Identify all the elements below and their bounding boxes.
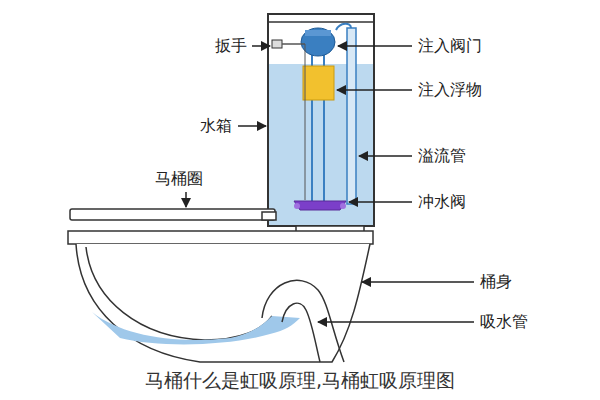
part-label: 注入阀门 [418,36,482,56]
flush-valve-pin [294,203,300,209]
overflow-tube [347,28,356,204]
seat-hinge [262,212,276,220]
tank-water [269,64,373,225]
trapway [282,303,320,362]
handle [272,40,282,48]
flush-valve-pin [340,203,346,209]
leader-line [337,89,412,91]
bowl-water [92,312,300,344]
handle-arm [282,43,305,45]
flush-valve [294,201,346,210]
seat [70,209,275,220]
part-label: 吸水管 [480,312,528,332]
caption: 马桶什么是虹吸原理,马桶虹吸原理图 [0,368,600,392]
part-label: 扳手 [215,36,247,56]
fill-valve-cap [305,30,331,36]
leader-line [359,155,412,157]
part-label: 溢流管 [418,146,466,166]
fill-valve [301,28,335,56]
float [303,66,334,100]
leader-line [252,45,270,47]
leader-line [238,125,266,127]
leader-line [338,45,412,47]
part-label: 桶身 [480,272,512,292]
part-label: 注入浮物 [418,80,482,100]
tank-lid [268,21,374,23]
part-label: 冲水阀 [418,192,466,212]
flush-chain [305,44,306,200]
leader-line [318,321,474,323]
leader-line [349,201,412,203]
leader-line [185,192,187,207]
bowl-body [76,244,370,362]
refill-tube [336,24,351,30]
trapway [262,280,344,362]
part-label: 水箱 [200,116,232,136]
leader-line [362,281,474,283]
bowl-rim [68,231,373,244]
part-label: 马桶圈 [155,169,203,189]
